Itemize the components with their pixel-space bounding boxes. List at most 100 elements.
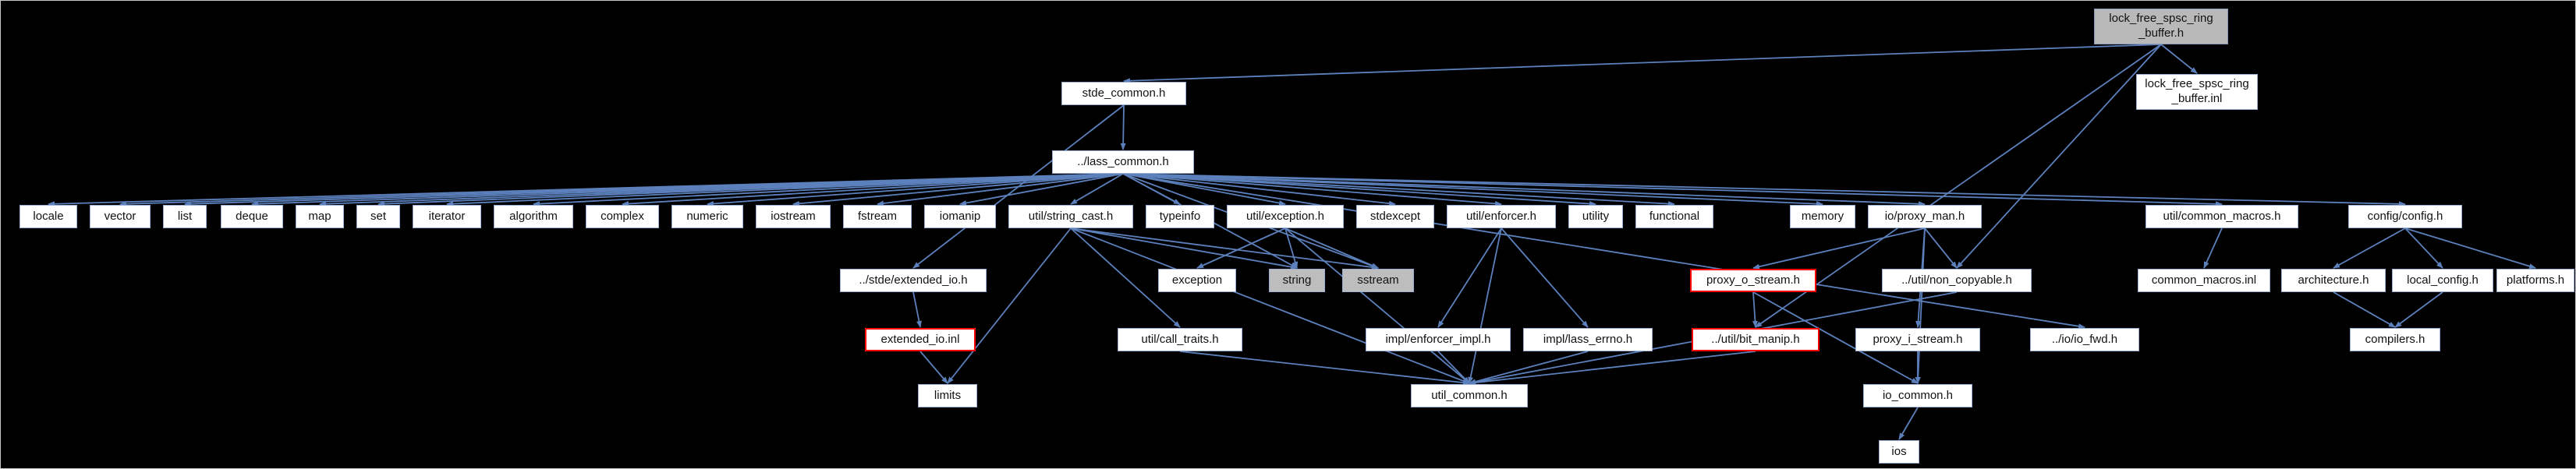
edge-config-config-h--local-config-h: [2404, 227, 2443, 269]
node-impl-enforcer-impl-h[interactable]: impl/enforcer_impl.h: [1366, 328, 1511, 351]
node-util-call-traits-h[interactable]: util/call_traits.h: [1118, 328, 1242, 351]
edge-lass-common-h--vector: [119, 173, 1124, 207]
node-stde-common-h[interactable]: stde_common.h: [1061, 82, 1186, 105]
node-local-config-h[interactable]: local_config.h: [2392, 269, 2493, 292]
edge-lass-common-h--stdexcept: [1122, 173, 1396, 206]
edge-lass-common-h--memory: [1122, 173, 1823, 207]
node-common-macros-inl[interactable]: common_macros.inl: [2138, 269, 2270, 292]
edge-util-enforcer-h--impl-lass-errno-h: [1501, 227, 1589, 328]
node-util-string-cast-h[interactable]: util/string_cast.h: [1008, 205, 1133, 228]
edge-lass-common-h--typeinfo: [1122, 173, 1181, 205]
edge-local-config-h--compilers-h: [2394, 291, 2443, 328]
node-sstream[interactable]: sstream: [1342, 269, 1414, 292]
edge-lass-common-h--iterator: [446, 173, 1124, 207]
edge-lass-common-h--complex: [622, 173, 1124, 207]
edge-util-string-cast-h--limits: [947, 227, 1072, 384]
edge-stde-extended-io-h--extended-io-inl: [912, 291, 922, 328]
edge-stde-common-h--lass-common-h: [1120, 104, 1126, 150]
edge-lass-common-h--set: [377, 173, 1124, 207]
node-functional[interactable]: functional: [1635, 205, 1713, 228]
node-extended-io-inl[interactable]: extended_io.inl: [865, 328, 976, 351]
node-proxy-i-stream-h[interactable]: proxy_i_stream.h: [1855, 328, 1980, 351]
node-impl-lass-errno-h[interactable]: impl/lass_errno.h: [1523, 328, 1653, 351]
edge-util-string-cast-h--util-common-h: [1070, 227, 1470, 384]
node-util-enforcer-h[interactable]: util/enforcer.h: [1447, 205, 1556, 228]
edge-lass-common-h--util-enforcer-h: [1122, 173, 1502, 206]
edge-util-bit-manip-h--util-common-h: [1469, 351, 1756, 386]
node-util-bit-manip-h[interactable]: ../util/bit_manip.h: [1692, 328, 1819, 351]
node-typeinfo[interactable]: typeinfo: [1146, 205, 1214, 228]
edge-lass-common-h--list: [184, 173, 1124, 207]
node-util-common-macros-h[interactable]: util/common_macros.h: [2145, 205, 2298, 228]
node-util-non-copyable-h[interactable]: ../util/non_copyable.h: [1882, 269, 2032, 292]
edge-util-exception-h--exception: [1196, 227, 1286, 269]
node-string[interactable]: string: [1269, 269, 1325, 292]
node-config-config-h[interactable]: config/config.h: [2348, 205, 2462, 228]
edge-util-exception-h--util-common-h: [1284, 227, 1470, 384]
node-iostream[interactable]: iostream: [756, 205, 831, 228]
node-architecture-h[interactable]: architecture.h: [2281, 269, 2386, 292]
edge-util-exception-h--sstream: [1284, 227, 1379, 269]
edge-lock-free-spsc-ring-buffer-h--stde-common-h: [1123, 44, 2162, 84]
node-stde-extended-io-h[interactable]: ../stde/extended_io.h: [840, 269, 987, 292]
node-vector[interactable]: vector: [90, 205, 151, 228]
node-io-proxy-man-h[interactable]: io/proxy_man.h: [1868, 205, 1982, 228]
edge-proxy-o-stream-h--util-bit-manip-h: [1752, 291, 1758, 328]
node-stdexcept[interactable]: stdexcept: [1356, 205, 1434, 228]
edge-io-proxy-man-h--util-non-copyable-h: [1924, 227, 1958, 269]
node-io-io-fwd-h[interactable]: ../io/io_fwd.h: [2030, 328, 2139, 351]
edge-util-exception-h--string: [1284, 227, 1299, 269]
node-io-common-h[interactable]: io_common.h: [1863, 384, 1972, 407]
edge-lass-common-h--util-common-macros-h: [1122, 173, 2223, 207]
edge-util-call-traits-h--util-common-h: [1179, 351, 1470, 386]
node-numeric[interactable]: numeric: [671, 205, 743, 228]
edge-impl-enforcer-impl-h--util-common-h: [1437, 351, 1470, 384]
node-lock-free-spsc-ring-buffer-inl[interactable]: lock_free_spsc_ring _buffer.inl: [2136, 74, 2258, 110]
node-list[interactable]: list: [163, 205, 207, 228]
node-lass-common-h[interactable]: ../lass_common.h: [1052, 150, 1194, 174]
edge-io-common-h--ios: [1898, 407, 1919, 440]
edge-lass-common-h--utility: [1122, 173, 1596, 206]
node-exception[interactable]: exception: [1158, 269, 1236, 292]
edge-util-enforcer-h--impl-enforcer-impl-h: [1437, 227, 1502, 328]
edge-stde-common-h--stde-extended-io-h: [912, 104, 1125, 269]
edge-lock-free-spsc-ring-buffer-h--util-non-copyable-h: [1956, 44, 2162, 269]
node-algorithm[interactable]: algorithm: [494, 205, 573, 228]
edge-impl-lass-errno-h--util-common-h: [1469, 351, 1589, 385]
node-utility[interactable]: utility: [1568, 205, 1623, 228]
edge-lass-common-h--util-string-cast-h: [1070, 173, 1124, 205]
node-limits[interactable]: limits: [918, 384, 977, 407]
edge-util-common-macros-h--common-macros-inl: [2203, 227, 2223, 269]
node-locale[interactable]: locale: [19, 205, 77, 228]
node-iomanip[interactable]: iomanip: [924, 205, 996, 228]
edge-lass-common-h--io-proxy-man-h: [1122, 173, 1926, 207]
node-lock-free-spsc-ring-buffer-h[interactable]: lock_free_spsc_ring _buffer.h: [2094, 9, 2228, 44]
node-complex[interactable]: complex: [586, 205, 659, 228]
node-compilers-h[interactable]: compilers.h: [2350, 328, 2440, 351]
node-util-exception-h[interactable]: util/exception.h: [1227, 205, 1344, 228]
edge-io-proxy-man-h--proxy-o-stream-h: [1752, 227, 1926, 270]
edge-lass-common-h--algorithm: [533, 173, 1124, 207]
edge-lass-common-h--locale: [48, 173, 1124, 207]
edge-config-config-h--architecture-h: [2333, 227, 2406, 269]
edge-lock-free-spsc-ring-buffer-h--lock-free-spsc-ring-buffer-inl: [2160, 44, 2198, 74]
edge-util-string-cast-h--string: [1070, 227, 1298, 270]
edge-lass-common-h--deque: [251, 173, 1124, 207]
edge-lass-common-h--fstream: [877, 173, 1124, 206]
edge-lass-common-h--iostream: [792, 173, 1124, 206]
node-platforms-h[interactable]: platforms.h: [2496, 269, 2574, 292]
edge-util-enforcer-h--util-common-h: [1468, 227, 1502, 384]
node-util-common-h[interactable]: util_common.h: [1411, 384, 1528, 407]
edge-io-proxy-man-h--io-common-h: [1915, 227, 1926, 384]
node-set[interactable]: set: [356, 205, 400, 228]
node-memory[interactable]: memory: [1790, 205, 1855, 228]
node-ios[interactable]: ios: [1879, 440, 1919, 464]
node-fstream[interactable]: fstream: [843, 205, 912, 228]
node-proxy-o-stream-h[interactable]: proxy_o_stream.h: [1690, 269, 1816, 292]
node-map[interactable]: map: [296, 205, 344, 228]
node-iterator[interactable]: iterator: [413, 205, 481, 228]
edge-lass-common-h--io-io-fwd-h: [1122, 173, 2085, 330]
edge-architecture-h--compilers-h: [2333, 291, 2396, 328]
node-deque[interactable]: deque: [221, 205, 283, 228]
